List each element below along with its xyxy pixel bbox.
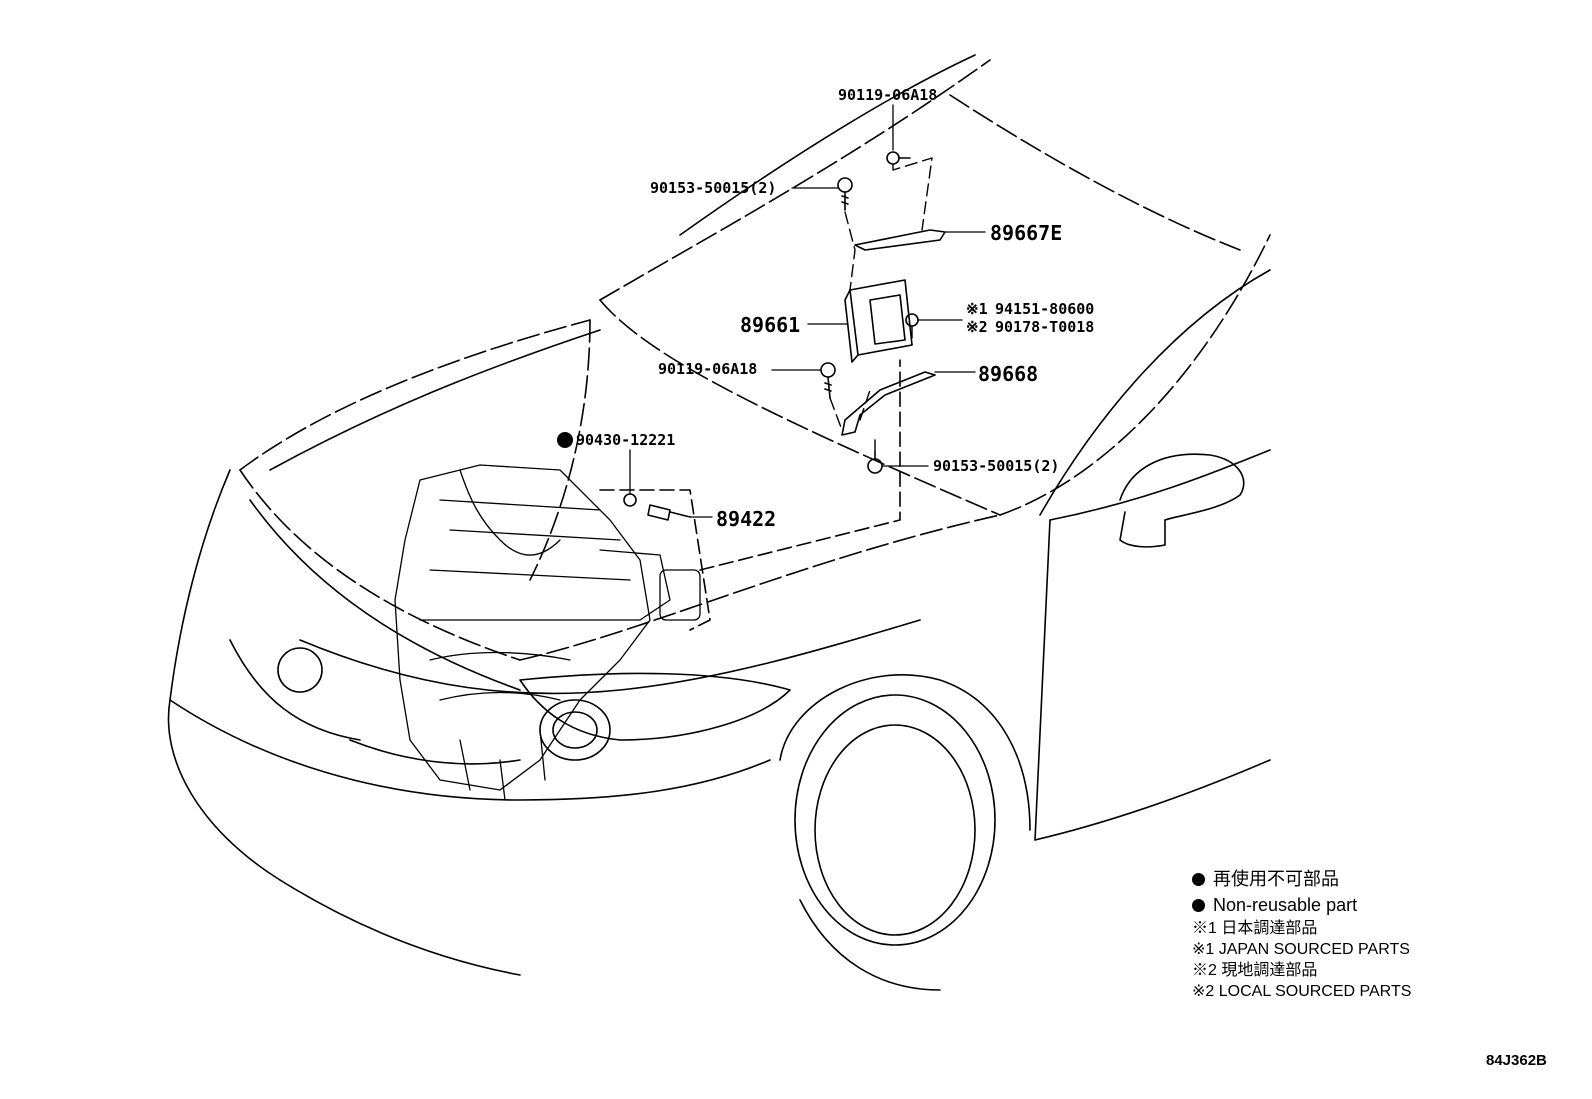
bolt-upper-left-shape <box>837 177 853 211</box>
label-sensor: 89422 <box>716 507 776 531</box>
front-fascia <box>167 469 771 976</box>
label-bracket-upper: 89667E <box>990 221 1062 245</box>
label-ecu: 89661 <box>740 313 800 337</box>
bolt-top-shape <box>886 151 911 165</box>
bullet-icon <box>1192 873 1205 886</box>
engine-assembly <box>394 464 701 801</box>
assembly-lines <box>829 157 933 453</box>
fog-light-right <box>539 699 611 761</box>
bracket-upper-shape <box>854 229 946 251</box>
gasket-shape <box>623 493 637 507</box>
legend-nonreusable-en-row: Non-reusable part <box>1192 892 1411 918</box>
headlamp-outline <box>519 672 791 741</box>
label-nut-local: 90178-T0018 <box>995 318 1094 336</box>
legend-nonreusable-jp: 再使用不可部品 <box>1213 869 1339 889</box>
label-bolt-upper-left: 90153-50015(2) <box>650 179 776 197</box>
ecu-module-shape <box>844 279 913 363</box>
nonreusable-marker <box>557 432 573 448</box>
leader-lines <box>629 104 986 518</box>
label-bracket-lower: 89668 <box>978 362 1038 386</box>
label-bolt-lower: 90153-50015(2) <box>933 457 1059 475</box>
legend-note2-jp: ※2 現地調達部品 <box>1192 962 1318 979</box>
legend-nonreusable-en: Non-reusable part <box>1213 895 1358 915</box>
label-gasket: 90430-12221 <box>576 431 675 449</box>
legend-note2-en: ※2 LOCAL SOURCED PARTS <box>1192 983 1412 1000</box>
label-bolt-mid: 90119-06A18 <box>658 360 757 378</box>
sensor-shape <box>647 504 691 521</box>
bracket-lower-shape <box>841 371 936 436</box>
front-wheel <box>779 674 1031 991</box>
hood-front <box>299 619 921 695</box>
door-line <box>1034 519 1051 841</box>
mirror-outline <box>1119 453 1245 548</box>
a-pillar <box>1039 269 1271 516</box>
label-mark-note2: ※2 <box>966 318 988 336</box>
bolt-mid-shape <box>820 362 836 399</box>
nut-shape <box>905 313 919 327</box>
beltline <box>1049 449 1271 521</box>
fog-light-right-inner <box>552 711 598 749</box>
legend-nonreusable-jp-row: 再使用不可部品 <box>1192 866 1411 892</box>
legend-note1-jp: ※1 日本調達部品 <box>1192 920 1318 937</box>
bullet-icon <box>1192 899 1205 912</box>
legend-note1-en: ※1 JAPAN SOURCED PARTS <box>1192 941 1410 958</box>
illustration-code: 84J362B <box>1486 1052 1547 1069</box>
windshield-outline <box>599 59 1271 516</box>
rocker-line <box>1034 759 1271 841</box>
hood-edge <box>269 329 601 471</box>
roof-line <box>679 54 976 236</box>
engine-region-box <box>599 359 901 631</box>
fog-light-left <box>277 647 323 693</box>
label-nut-japan: 94151-80600 <box>995 300 1094 318</box>
hood-outline <box>239 319 1001 661</box>
label-bolt-top: 90119-06A18 <box>838 86 937 104</box>
label-mark-note1: ※1 <box>966 300 988 318</box>
legend: 再使用不可部品 Non-reusable part ※1 日本調達部品 ※1 J… <box>1192 866 1411 1002</box>
